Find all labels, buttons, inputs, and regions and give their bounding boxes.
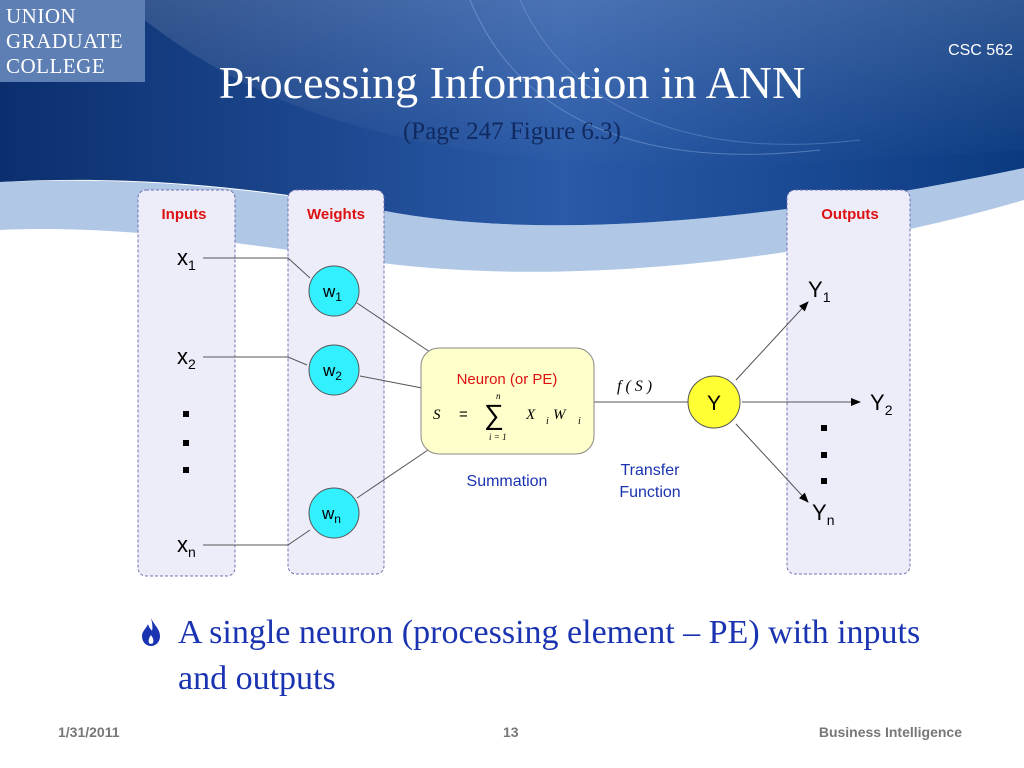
- output-node: Y: [687, 375, 741, 429]
- inputs-header: Inputs: [162, 206, 207, 223]
- formula-w-sub: i: [578, 416, 581, 427]
- formula-x: X: [525, 407, 536, 423]
- logo-line: GRADUATE: [6, 29, 124, 53]
- formula-upper: n: [496, 391, 501, 401]
- weight-node-2: w2: [308, 344, 360, 396]
- logo-line: UNION: [6, 4, 77, 28]
- input-label-n: xn: [177, 532, 196, 560]
- formula-x-sub: i: [546, 416, 549, 427]
- input-label-1: x1: [177, 245, 196, 273]
- output-ellipsis: [821, 425, 827, 484]
- weights-header: Weights: [307, 206, 365, 223]
- slide-subtitle: (Page 247 Figure 6.3): [402, 118, 622, 145]
- formula-eq: =: [459, 406, 468, 423]
- summation-label: Summation: [467, 473, 548, 490]
- inputs-column: [137, 189, 236, 577]
- outputs-column: [786, 189, 911, 575]
- neuron-box: Neuron (or PE) S = n ∑ i = 1 X i W i: [420, 347, 595, 455]
- formula-w: W: [553, 407, 567, 423]
- footer-page-number: 13: [503, 724, 519, 740]
- input-ellipsis: [183, 411, 189, 473]
- college-logo: UNION GRADUATE COLLEGE: [0, 0, 145, 82]
- svg-text:wn: wn: [321, 504, 341, 526]
- weight-node-n: wn: [308, 487, 360, 539]
- slide-title: Processing Information in ANN: [218, 57, 806, 108]
- formula-sigma: ∑: [484, 399, 504, 430]
- svg-text:w2: w2: [322, 361, 342, 383]
- outputs-header: Outputs: [821, 206, 879, 223]
- input-label-2: x2: [177, 344, 196, 372]
- transfer-label-line1: Transfer: [621, 462, 681, 479]
- neuron-title: Neuron (or PE): [457, 371, 558, 388]
- output-label-1: Y1: [808, 277, 831, 305]
- svg-text:Y: Y: [707, 392, 721, 415]
- svg-text:w1: w1: [322, 282, 342, 304]
- function-label: f ( S ): [617, 378, 652, 395]
- logo-line: COLLEGE: [6, 54, 106, 78]
- bullet-point: A single neuron (processing element – PE…: [140, 610, 960, 702]
- output-label-2: Y2: [870, 390, 893, 418]
- weight-node-1: w1: [308, 265, 360, 317]
- transfer-label-line2: Function: [619, 484, 680, 501]
- bullet-text: A single neuron (processing element – PE…: [178, 614, 921, 697]
- footer-date: 1/31/2011: [58, 724, 120, 740]
- input-connections: [203, 257, 311, 546]
- flame-bullet-icon: [142, 618, 160, 646]
- course-code: CSC 562: [948, 42, 1013, 59]
- weight-connections: [356, 302, 431, 499]
- footer-course-name: Business Intelligence: [818, 724, 962, 740]
- formula-lhs: S: [433, 407, 441, 423]
- formula-lower: i = 1: [489, 432, 507, 442]
- output-label-n: Yn: [812, 500, 834, 528]
- output-arrows: [735, 301, 861, 503]
